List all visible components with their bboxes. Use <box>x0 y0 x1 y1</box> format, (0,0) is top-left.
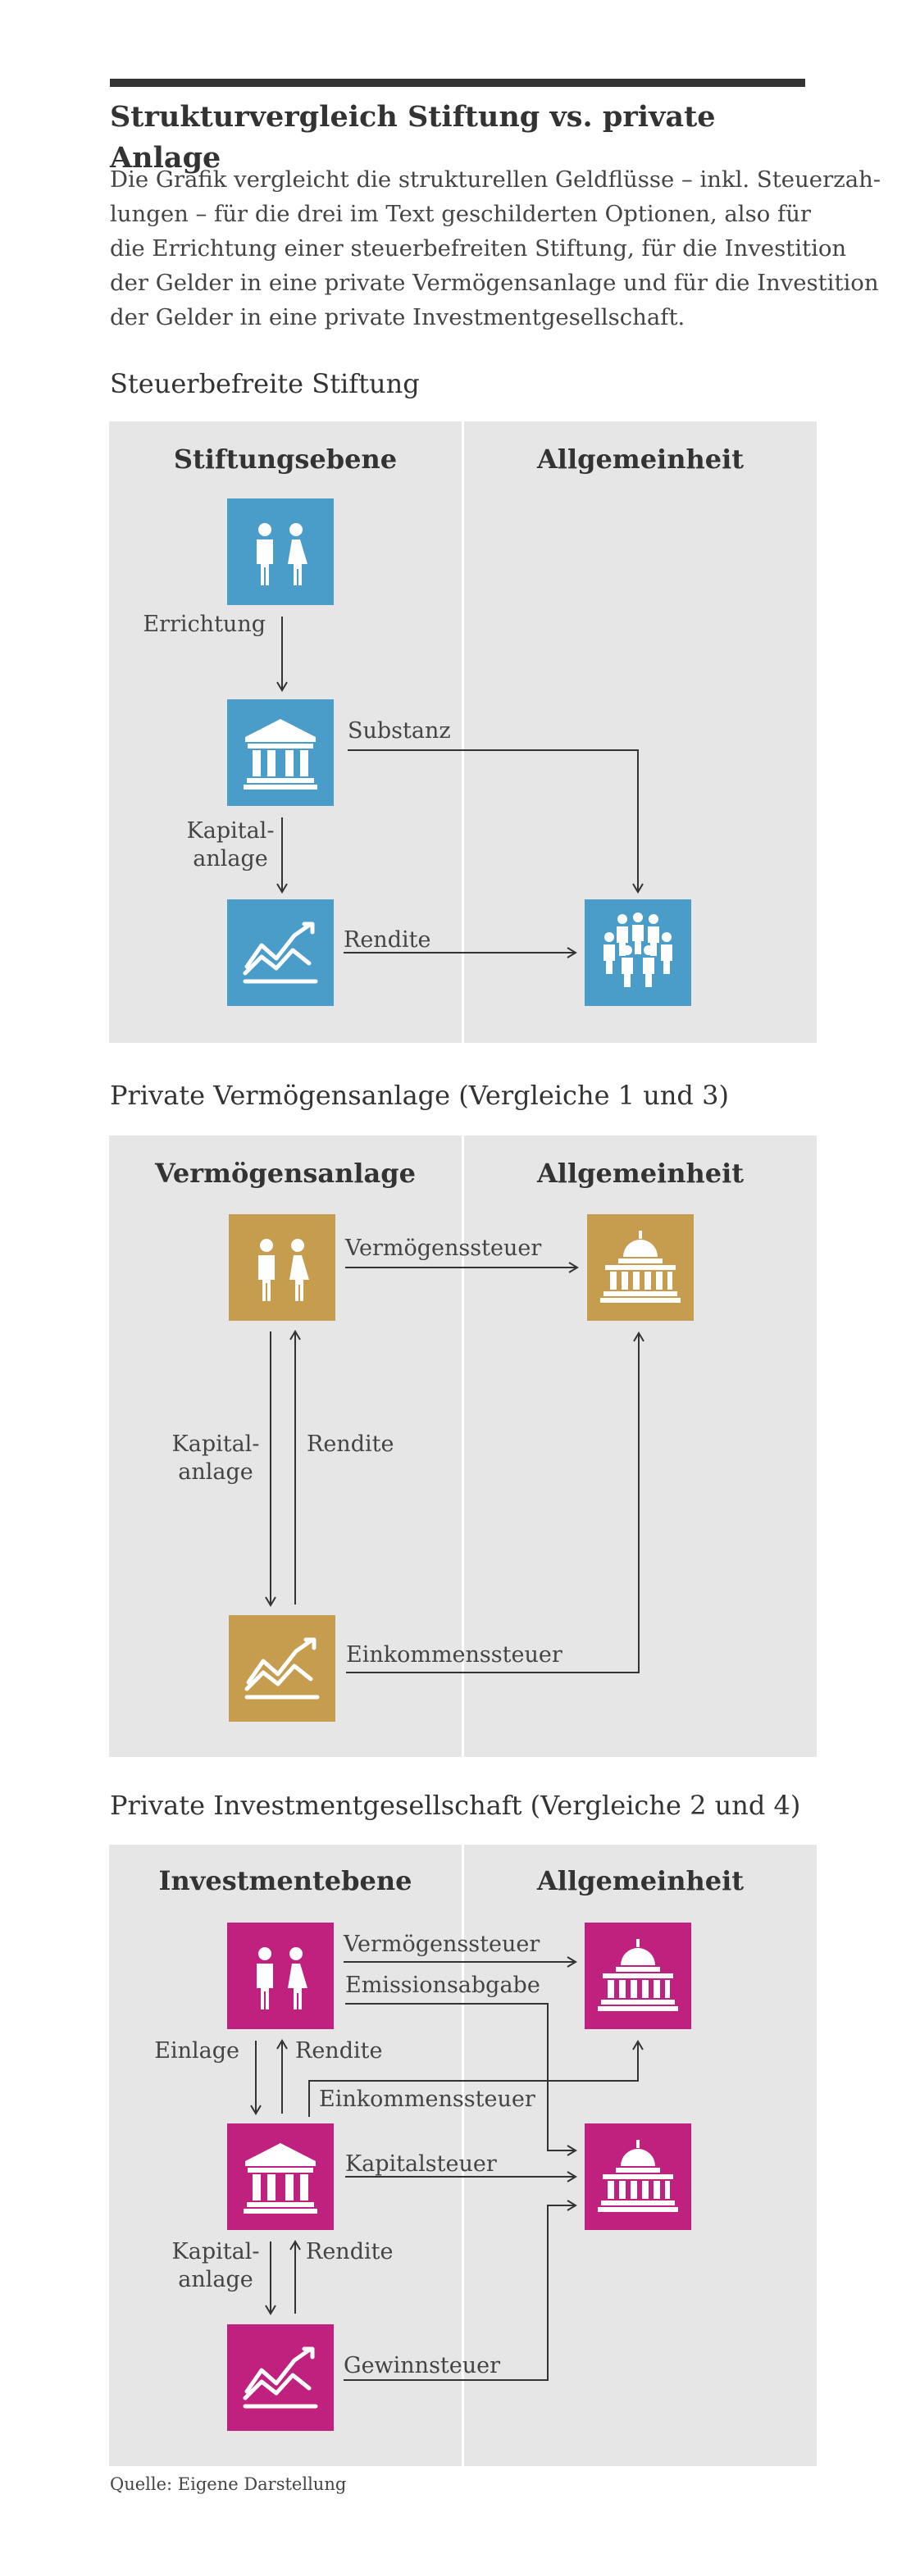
capitol-node <box>585 2123 691 2230</box>
flow-label-einkommenssteuer: Einkommenssteuer <box>319 2087 535 2112</box>
flow-label-errichtung: Errichtung <box>143 612 266 637</box>
chart-node <box>229 1615 335 1722</box>
people-icon <box>227 1923 334 2029</box>
bank-node <box>227 699 334 806</box>
flow-label-vermoegenssteuer: Vermögenssteuer <box>344 1932 540 1957</box>
people-node <box>227 498 334 605</box>
section-title-vermoegensanlage: Private Vermögensanlage (Vergleiche 1 un… <box>110 1080 729 1111</box>
flow-label-einkommenssteuer: Einkommenssteuer <box>346 1642 562 1668</box>
capitol-icon <box>587 1214 694 1321</box>
chart-node <box>227 2324 334 2431</box>
flow-label-vermoegenssteuer: Vermögenssteuer <box>345 1236 542 1261</box>
chart-icon <box>227 2324 334 2431</box>
intro-line: der Gelder in eine private Investmentges… <box>110 304 685 330</box>
people-node <box>227 1923 334 2029</box>
intro-line: die Errichtung einer steuerbefreiten Sti… <box>110 235 847 262</box>
flow-label-kapitalanlage: Kapital- anlage <box>171 1431 260 1485</box>
column-heading-right: Allgemeinheit <box>536 1158 745 1189</box>
bank-node <box>227 2123 334 2230</box>
column-heading-left: Vermögensanlage <box>155 1158 416 1189</box>
flow-label-substanz: Substanz <box>348 718 451 744</box>
top-rule <box>110 79 805 87</box>
flow-label-rendite: Rendite <box>344 927 431 953</box>
flow-label-kapitalanlage: Kapital- anlage <box>171 2239 260 2292</box>
section-title-stiftung: Steuerbefreite Stiftung <box>110 368 420 399</box>
page-title: Strukturvergleich Stiftung vs. private A… <box>110 100 716 175</box>
column-heading-right: Allgemeinheit <box>536 444 745 475</box>
intro-line: der Gelder in eine private Vermögensanla… <box>110 270 879 296</box>
flow-label-rendite: Rendite <box>295 2038 383 2064</box>
flow-label-rendite: Rendite <box>306 2239 394 2264</box>
chart-node <box>227 899 334 1006</box>
intro-text: Die Grafik vergleicht die strukturellen … <box>110 162 881 335</box>
column-heading-right: Allgemeinheit <box>536 1865 745 1896</box>
flow-label-kapitalanlage: Kapital- anlage <box>186 818 275 872</box>
people-node <box>229 1214 335 1321</box>
source-note: Quelle: Eigene Darstellung <box>110 2474 347 2494</box>
column-heading-left: Investmentebene <box>158 1865 412 1896</box>
section-title-investmentgesellschaft: Private Investmentgesellschaft (Vergleic… <box>110 1790 801 1821</box>
group-node <box>585 899 691 1006</box>
bank-icon <box>227 2123 334 2230</box>
flow-label-gewinnsteuer: Gewinnsteuer <box>344 2353 501 2378</box>
chart-icon <box>227 899 334 1006</box>
bank-icon <box>227 699 334 806</box>
capitol-icon <box>585 2123 691 2230</box>
chart-icon <box>229 1615 335 1722</box>
column-heading-left: Stiftungsebene <box>173 444 398 475</box>
capitol-node <box>585 1923 691 2029</box>
flow-label-rendite: Rendite <box>307 1431 394 1457</box>
intro-line: lungen – für die drei im Text geschilder… <box>110 201 812 227</box>
capitol-node <box>587 1214 694 1321</box>
flow-label-kapitalsteuer: Kapitalsteuer <box>345 2151 497 2177</box>
group-icon <box>585 899 691 1006</box>
people-icon <box>229 1214 335 1321</box>
capitol-icon <box>585 1923 691 2029</box>
intro-line: Die Grafik vergleicht die strukturellen … <box>110 166 881 193</box>
flow-label-emissionsabgabe: Emissionsabgabe <box>345 1973 540 1998</box>
people-icon <box>227 498 334 605</box>
flow-label-einlage: Einlage <box>154 2038 239 2064</box>
